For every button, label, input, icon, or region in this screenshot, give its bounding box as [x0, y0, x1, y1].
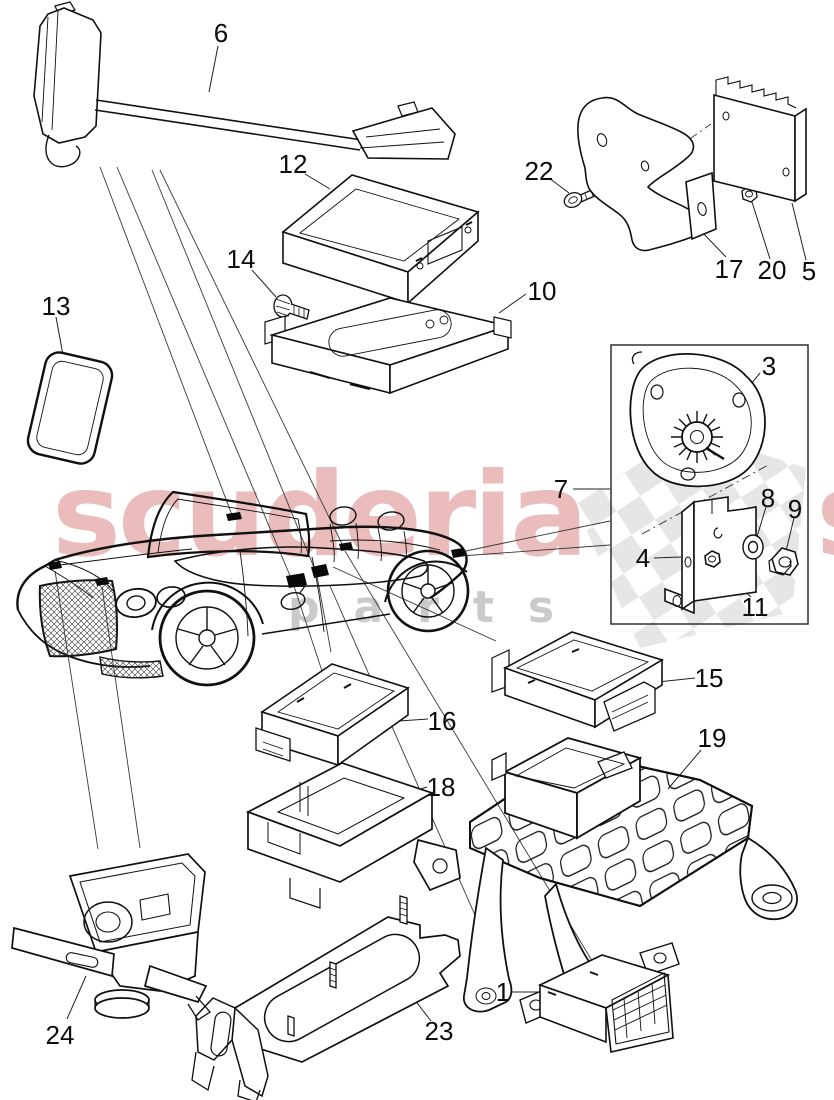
- part-label-13: 13: [41, 291, 71, 321]
- part-label-10: 10: [527, 276, 557, 306]
- part-17-bracket-drawing: [577, 96, 717, 252]
- part-label-7: 7: [553, 474, 569, 504]
- part-label-14: 14: [226, 244, 256, 274]
- part-24-assembly-drawing: [11, 853, 211, 1021]
- part-label-1: 1: [495, 977, 511, 1007]
- part-3-siren-drawing: [629, 351, 766, 488]
- part-label-3: 3: [761, 351, 777, 381]
- part-label-4: 4: [635, 543, 651, 573]
- connection-lines: [54, 166, 611, 975]
- part-label-11: 11: [741, 592, 769, 622]
- part-10-tray-drawing: [264, 297, 512, 395]
- part-label-9: 9: [787, 494, 803, 524]
- part-18-holder-drawing: [245, 762, 461, 909]
- part-label-17: 17: [714, 254, 744, 284]
- part-23-bracket-drawing: [191, 895, 461, 1100]
- part-8-washer-drawing: [742, 534, 764, 560]
- part-label-19: 19: [697, 723, 727, 753]
- part-label-5: 5: [801, 256, 817, 286]
- part-label-23: 23: [424, 1016, 454, 1046]
- part-label-6: 6: [213, 18, 229, 48]
- part-label-15: 15: [694, 663, 724, 693]
- kit-box-frame: [610, 344, 809, 625]
- part-label-24: 24: [45, 1020, 75, 1050]
- part-1-control-unit-drawing: [519, 942, 680, 1053]
- part-14-thumbscrew-drawing: [273, 294, 310, 320]
- part-9-nut-drawing: [768, 547, 799, 576]
- car-illustration: [16, 490, 470, 687]
- part-4-bracket-drawing: [664, 496, 757, 615]
- part-6-antenna-drawing: [33, 1, 456, 168]
- part-5-ecu-drawing: [713, 76, 807, 203]
- car-front-wheel: [158, 589, 256, 687]
- part-label-16: 16: [427, 706, 457, 736]
- part-15-module-drawing: [491, 631, 664, 732]
- part-label-18: 18: [426, 772, 456, 802]
- part-label-12: 12: [278, 149, 308, 179]
- part-16-module-drawing: [255, 663, 410, 767]
- part-label-20: 20: [757, 255, 787, 285]
- location-markers: [48, 512, 465, 588]
- part-12-module-drawing: [281, 174, 480, 305]
- part-19-bracket-drawing: [463, 737, 798, 1013]
- part-label-8: 8: [760, 483, 776, 513]
- part-label-22: 22: [524, 156, 554, 186]
- part-13-pad-drawing: [26, 351, 114, 465]
